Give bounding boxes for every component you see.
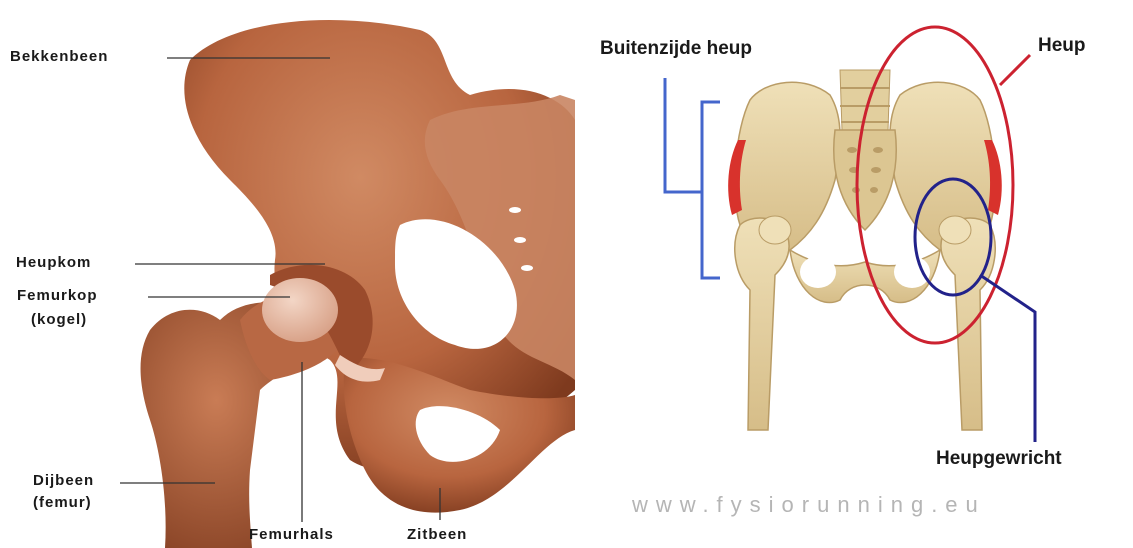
label-zitbeen: Zitbeen [407,526,467,543]
pelvis-front-view: Buitenzijde heup Heup Heupgewricht www.f… [590,0,1133,548]
label-heupgewricht: Heupgewricht [936,448,1062,470]
label-heup: Heup [1038,35,1086,57]
buitenzijde-bracket [665,78,720,278]
label-buitenzijde-heup: Buitenzijde heup [600,38,752,60]
hip-anatomy-illustration: Bekkenbeen Heupkom Femurkop (kogel) Dijb… [0,0,575,548]
right-femur [941,218,995,430]
label-heupkom: Heupkom [16,254,91,271]
sacrum-front [834,130,897,230]
label-femurkop: Femurkop [17,287,98,304]
label-femurhals: Femurhals [249,526,334,543]
femoral-head [262,278,338,342]
label-dijbeen-femur: (femur) [33,494,92,511]
label-bekkenbeen: Bekkenbeen [10,48,108,65]
watermark-text: www.fysiorunning.eu [632,492,986,518]
label-dijbeen: Dijbeen [33,472,94,489]
label-femurkop-kogel: (kogel) [31,311,87,328]
hip-bone-drawing [0,0,575,548]
left-femur [735,218,789,430]
